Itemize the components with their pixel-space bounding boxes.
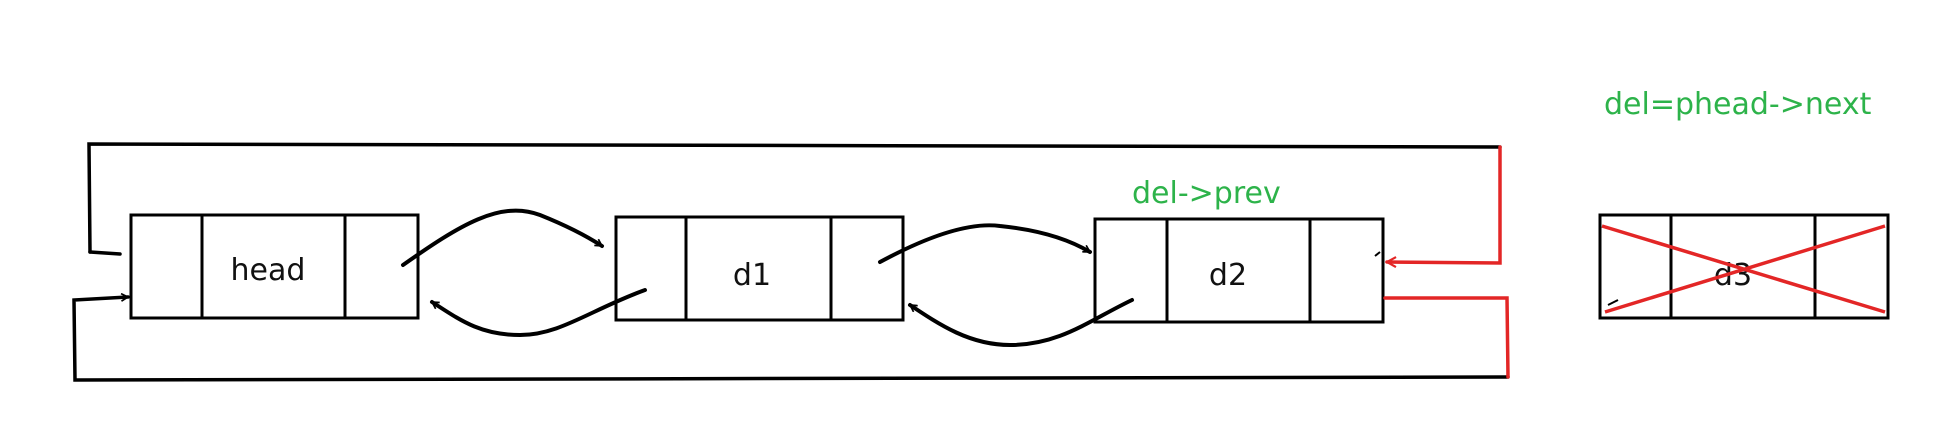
node-d2-label: d2 bbox=[1209, 258, 1247, 293]
node-d2: d2 bbox=[1093, 217, 1385, 324]
red-next-link bbox=[1383, 296, 1510, 379]
node-d1-label: d1 bbox=[733, 258, 771, 293]
red-prev-link bbox=[1387, 145, 1502, 263]
annotation-del-assign: del=phead->next bbox=[1604, 87, 1872, 122]
arrow-d1-next bbox=[878, 223, 1092, 264]
node-head: head bbox=[129, 213, 420, 320]
node-d3: d3 bbox=[1598, 213, 1890, 320]
arrow-head-next bbox=[401, 208, 604, 267]
strike-line-2 bbox=[1604, 224, 1886, 314]
stray-pen-mark bbox=[1607, 299, 1619, 306]
bottom-return-line bbox=[72, 297, 1510, 382]
arrow-d2-prev bbox=[908, 298, 1134, 348]
top-return-tick bbox=[88, 250, 122, 256]
arrow-d1-prev bbox=[430, 288, 647, 338]
top-return-line bbox=[87, 142, 1502, 254]
annotation-del-prev: del->prev bbox=[1132, 176, 1281, 211]
node-head-label: head bbox=[231, 253, 306, 288]
node-d1: d1 bbox=[614, 215, 905, 322]
stray-mark-d2 bbox=[1374, 251, 1381, 257]
